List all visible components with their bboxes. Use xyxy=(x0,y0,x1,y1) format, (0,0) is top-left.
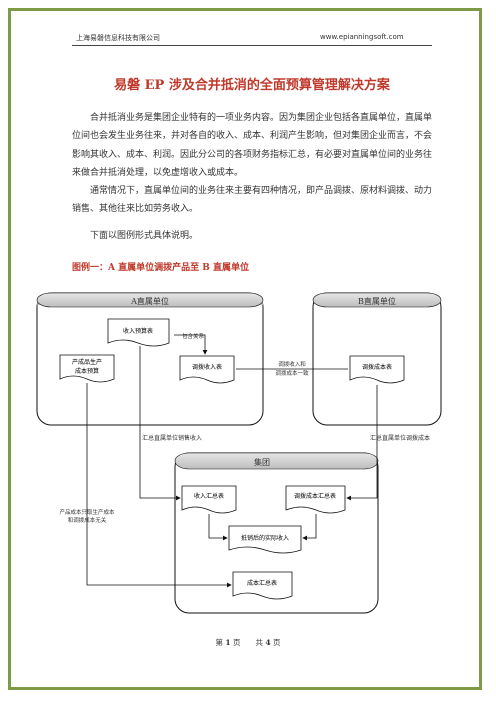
arrow-cost-total xyxy=(86,383,232,588)
svg-text:收入预算表: 收入预算表 xyxy=(123,327,153,335)
svg-text:收入汇总表: 收入汇总表 xyxy=(194,492,224,500)
document-title: 易磐 EP 涉及合并抵消的全面预算管理解决方案 xyxy=(114,78,390,93)
svg-text:调拨成本汇总表: 调拨成本汇总表 xyxy=(294,492,336,500)
unit-b-title: B直属单位 xyxy=(358,296,396,306)
doc-transfer-cost-summary: 调拨成本汇总表 xyxy=(285,485,346,514)
doc-revenue-summary: 收入汇总表 xyxy=(181,485,237,514)
paragraph-2: 通常情况下，直属单位间的业务往来主要有四种情况，即产品调拨、原材料调拨、动力销售… xyxy=(72,186,433,215)
unit-a-box: A直属单位 xyxy=(36,292,264,426)
header-company: 上海易磐信息科技有限公司 xyxy=(76,34,160,42)
arrow-contains xyxy=(174,334,208,355)
label-summary-a: 汇总直属单位销售收入 xyxy=(142,434,202,442)
label-product-cost-2: 和调拨成本无关 xyxy=(68,516,107,524)
connectors xyxy=(86,334,378,588)
svg-text:抵销后的实际收入: 抵销后的实际收入 xyxy=(241,534,289,542)
current-page: 1 xyxy=(225,638,231,647)
svg-text:成本预算: 成本预算 xyxy=(75,367,99,375)
label-transfer-2: 调拨成本一致 xyxy=(275,369,309,377)
doc-revenue-budget: 收入预算表 xyxy=(107,318,170,347)
label-contains: 包含关系 xyxy=(182,332,205,340)
unit-a-title: A直属单位 xyxy=(130,296,169,306)
arrow-cost-summary xyxy=(346,385,378,501)
doc-transfer-revenue: 调拨收入表 xyxy=(179,355,235,384)
svg-text:调拨成本表: 调拨成本表 xyxy=(362,363,392,371)
label-product-cost-1: 产品成本只取生产成本 xyxy=(59,508,115,516)
doc-product-cost-budget: 产成品生产 成本预算 xyxy=(59,354,115,383)
doc-transfer-cost: 调拨成本表 xyxy=(349,355,405,384)
svg-text:产成品生产: 产成品生产 xyxy=(72,358,102,366)
paragraph-1: 合并抵消业务是集团企业特有的一项业务内容。因为集团企业包括各直属单位，直属单位间… xyxy=(72,113,433,179)
doc-cost-summary: 成本汇总表 xyxy=(232,571,293,600)
arrow-actual-a xyxy=(208,514,228,541)
svg-text:成本汇总表: 成本汇总表 xyxy=(247,579,277,587)
header-website: www.epianningsoft.com xyxy=(320,33,404,41)
paragraph-3: 下面以图例形式具体说明。 xyxy=(90,231,199,241)
label-transfer-1: 调拨收入和 xyxy=(278,360,306,368)
arrow-revenue-summary xyxy=(139,346,181,501)
page-border xyxy=(8,8,482,690)
header-divider xyxy=(72,45,432,46)
doc-actual-revenue: 抵销后的实际收入 xyxy=(228,525,302,554)
label-summary-b: 汇总直属单位调拨成本 xyxy=(370,434,430,442)
total-pages: 4 xyxy=(265,638,271,647)
svg-text:调拨收入表: 调拨收入表 xyxy=(192,363,222,371)
group-title: 集团 xyxy=(254,457,270,467)
page-footer: 第 1 页 共 4 页 xyxy=(215,638,281,647)
figure-caption: 图例一：A 直属单位调拨产品至 B 直属单位 xyxy=(72,263,249,273)
arrow-actual-b xyxy=(302,514,317,541)
